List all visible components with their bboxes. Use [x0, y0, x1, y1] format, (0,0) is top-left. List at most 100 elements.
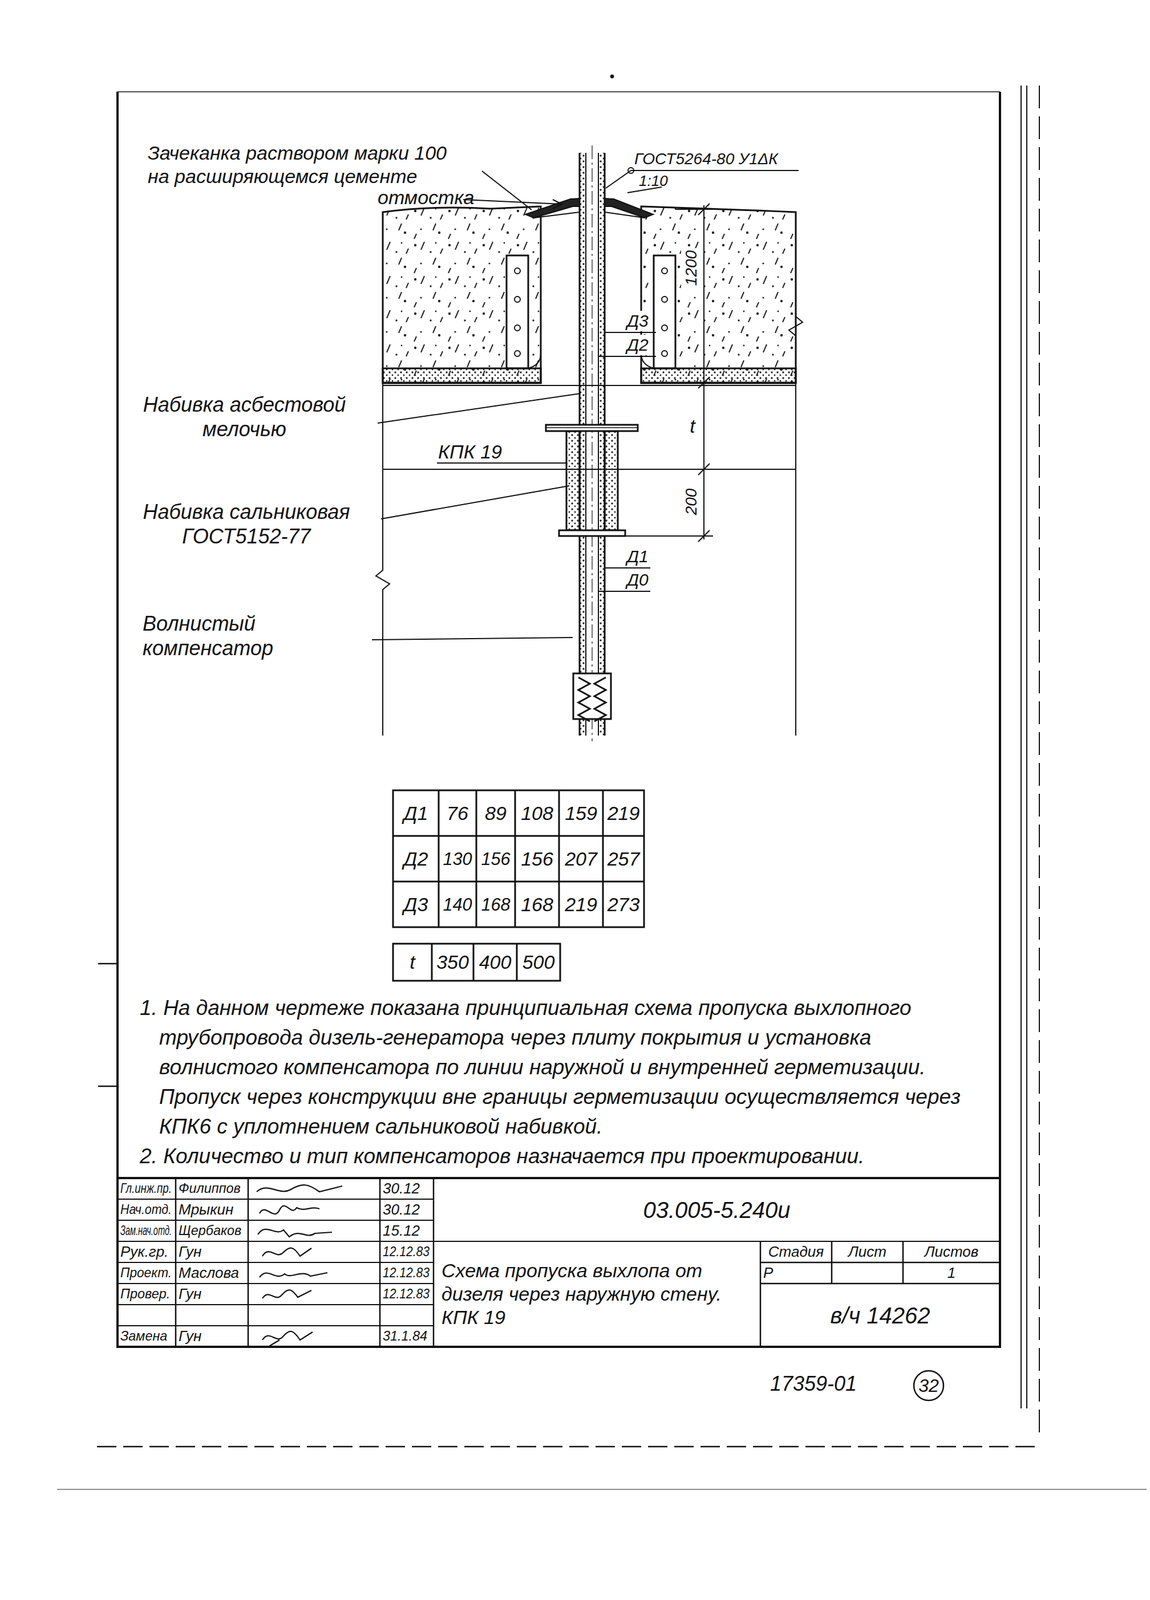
stamp-role: Гл.инж.пр.	[120, 1180, 172, 1198]
stamp-date: 12.12.83	[382, 1243, 430, 1262]
diameter-label: Д3	[625, 310, 650, 332]
slab-section	[375, 206, 803, 736]
stamp-name: Гун	[178, 1285, 202, 1304]
stamp-date: 31.1.84	[382, 1327, 428, 1346]
stamp-date-box: 15.12	[379, 1220, 434, 1242]
stamp-date: 30.12	[382, 1201, 420, 1220]
table-cell-box: 207	[559, 836, 603, 882]
diameter-label: Д1	[625, 546, 650, 568]
stamp-role: Нач.отд.	[120, 1201, 172, 1220]
table-cell-box: 219	[602, 790, 645, 837]
stamp-name-box: Гун	[175, 1326, 249, 1348]
table-cell: 156	[520, 847, 554, 872]
slope-label: 1:10	[638, 172, 668, 190]
stamp-value-box: Р	[760, 1262, 832, 1285]
stamp-name-box: Гун	[175, 1241, 249, 1263]
stamp-name-box: Щербаков	[175, 1220, 249, 1242]
table-cell-box: 350	[431, 944, 474, 982]
stamp-name: Филиппов	[178, 1180, 241, 1198]
diameter-label: Д2	[625, 334, 650, 356]
drawing-title: Схема пропуска выхлопа от дизеля через н…	[441, 1259, 753, 1330]
dimension-lines	[598, 203, 714, 592]
table-cell: 257	[607, 847, 641, 872]
table-cell: 207	[564, 847, 598, 872]
table-cell-box: 156	[476, 836, 516, 882]
stamp-name: Маслова	[178, 1264, 240, 1283]
stamp-date: 30.12	[382, 1180, 420, 1198]
table-cell-box: 159	[559, 790, 603, 837]
stamp-name-box: Гун	[175, 1284, 249, 1306]
table-cell-box: 76	[438, 790, 477, 837]
roof-cap	[525, 198, 654, 218]
table-cell: 140	[442, 893, 472, 917]
stamp-header: Стадия	[768, 1243, 824, 1262]
table-cell-box: Д1	[393, 790, 439, 837]
callout-label: КПК 19	[438, 440, 502, 464]
drawing-title-box: Схема пропуска выхлопа от дизеля через н…	[433, 1241, 761, 1348]
table-cell-box: 257	[602, 836, 645, 882]
table-cell-box: Д3	[393, 881, 439, 928]
table-cell-box: 130	[438, 836, 477, 882]
stamp-header-box: Листов	[903, 1241, 1000, 1263]
table-cell: 168	[520, 893, 554, 917]
stamp-name: Гун	[178, 1243, 202, 1262]
table-grid	[393, 790, 645, 982]
table-cell: 159	[564, 802, 598, 826]
table-cell-box: t	[393, 944, 432, 982]
stamp-header: Лист	[848, 1243, 887, 1262]
stamp-role: Проект.	[120, 1264, 172, 1283]
dimension-label: 200	[681, 486, 702, 518]
sheet-frame	[57, 74, 1147, 1490]
stamp-value: Р	[763, 1264, 773, 1283]
table-cell-box: 219	[559, 881, 603, 928]
stamp-name-box: Маслова	[175, 1262, 249, 1285]
table-cell-box: 108	[515, 790, 560, 837]
sheet-number-box: 32	[911, 1370, 946, 1402]
stamp-name: Мрыкин	[178, 1201, 234, 1220]
note-text: 2. Количество и тип компенсаторов назнач…	[139, 1142, 990, 1172]
signatures	[256, 1185, 343, 1348]
drawing-code: 03.005-5.240и	[642, 1196, 791, 1225]
callout-label: Набивка асбестовой мелочью	[142, 392, 347, 442]
stamp-value-box: 1	[903, 1262, 1000, 1285]
archive-number: 17359-01	[770, 1371, 857, 1397]
stamp-role-box: Проект.	[117, 1262, 176, 1285]
table-cell-box: 273	[602, 881, 645, 928]
table-cell: 273	[607, 893, 641, 917]
stamp-role: Рук.гр.	[120, 1243, 169, 1262]
drawing-code-box: 03.005-5.240и	[433, 1178, 1000, 1242]
table-cell-box: 156	[515, 836, 560, 882]
stamp-role: Зам.нач.отд.	[120, 1222, 172, 1241]
table-cell: 400	[479, 950, 512, 975]
table-cell: 350	[436, 950, 469, 975]
organization-code: в/ч 14262	[829, 1302, 930, 1330]
stamp-name: Гун	[178, 1327, 202, 1346]
callout-label: Набивка сальниковая ГОСТ5152-77	[142, 499, 351, 549]
table-cell: 156	[480, 847, 510, 872]
diameter-label: Д0	[625, 569, 650, 591]
stamp-name: Щербаков	[178, 1222, 242, 1241]
stamp-role: Замена	[120, 1327, 168, 1346]
title-block-grid	[117, 1178, 1000, 1401]
stamp-name-box: Мрыкин	[175, 1199, 249, 1221]
stamp-name-box: Филиппов	[175, 1178, 249, 1200]
table-cell-box: 168	[515, 881, 560, 928]
stamp-date: 12.12.83	[382, 1285, 430, 1304]
stamp-date-box: 12.12.83	[379, 1284, 434, 1306]
exhaust-pipe	[579, 145, 605, 742]
sheet-number: 32	[918, 1375, 939, 1397]
stamp-role-box: Нач.отд.	[117, 1199, 176, 1221]
table-cell: 130	[442, 847, 472, 872]
stamp-date: 12.12.83	[382, 1264, 430, 1283]
stamp-header: Листов	[924, 1243, 979, 1262]
stamp-date: 15.12	[382, 1222, 420, 1241]
stamp-date-box: 12.12.83	[379, 1241, 434, 1263]
table-cell-box: Д2	[393, 836, 439, 882]
stamp-role-box: Провер.	[117, 1284, 176, 1306]
stamp-role-box: Замена	[117, 1326, 176, 1348]
table-cell: 89	[484, 802, 507, 826]
stamp-value: 1	[947, 1264, 956, 1283]
stamp-role-box: Зам.нач.отд.	[117, 1220, 176, 1242]
